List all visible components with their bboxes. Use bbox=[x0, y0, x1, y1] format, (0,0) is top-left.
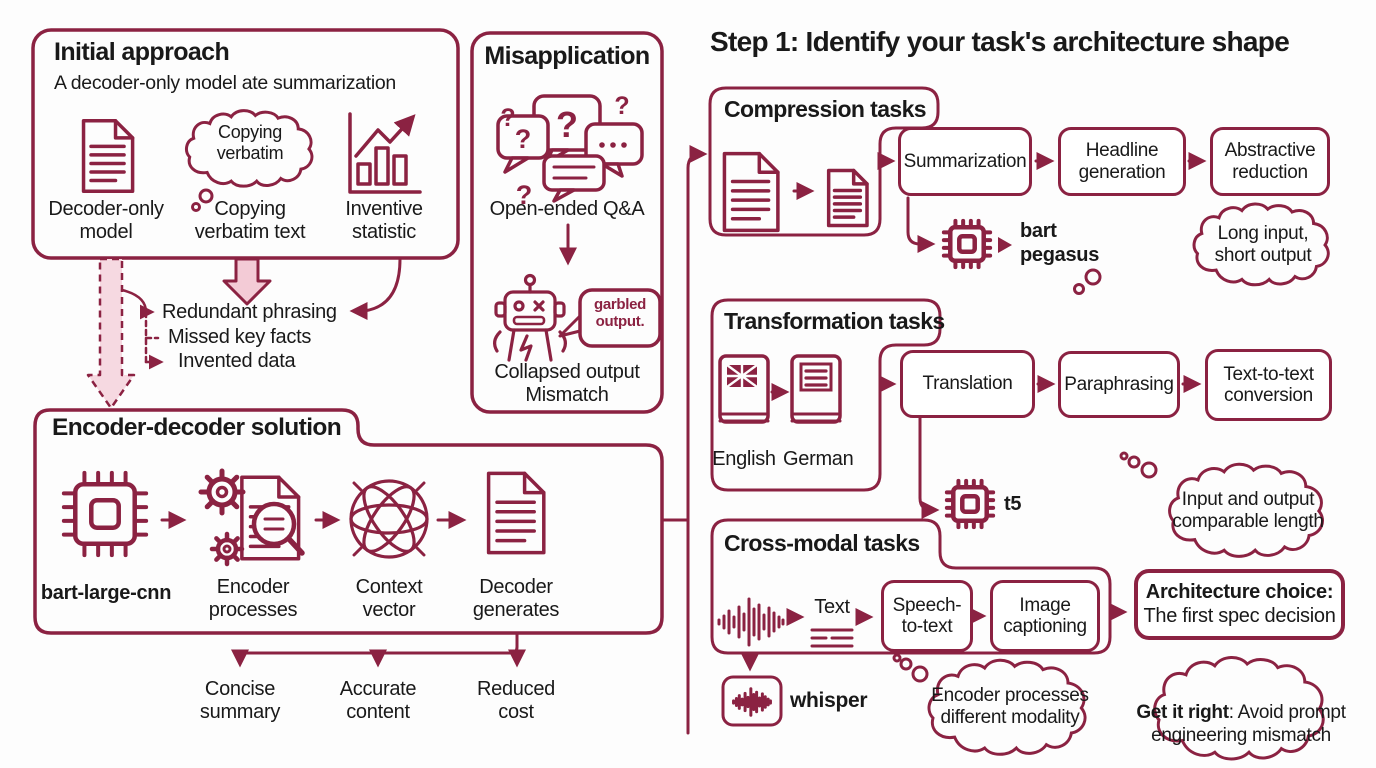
garbled-output-bubble bbox=[558, 288, 662, 348]
text-to-text-box: Text-to-text conversion bbox=[1205, 349, 1332, 421]
whisper-label: whisper bbox=[790, 689, 868, 712]
get-it-right-rest: : Avoid prompt engineering mismatch bbox=[1151, 702, 1346, 746]
failure-item: Invented data bbox=[178, 350, 296, 372]
english-label: English bbox=[712, 448, 776, 470]
encoder-processes-icon bbox=[198, 468, 305, 567]
context-vector-icon bbox=[349, 479, 429, 559]
architecture-choice-box: Architecture choice: The first spec deci… bbox=[1134, 569, 1345, 640]
english-book-icon bbox=[718, 354, 770, 424]
broken-robot-icon bbox=[493, 273, 567, 362]
failure-item: Redundant phrasing bbox=[162, 301, 337, 323]
question-mark-glyph: ? bbox=[614, 92, 629, 120]
chip-icon bbox=[64, 473, 146, 555]
compression-box bbox=[708, 86, 940, 237]
benefit-label: Concise summary bbox=[199, 678, 281, 724]
question-mark-glyph: ? bbox=[516, 180, 533, 210]
cloud-trail bbox=[1073, 268, 1102, 295]
modality-note: Encoder processes different modality bbox=[931, 684, 1089, 728]
initial-approach-subtitle: A decoder-only model ate summarization bbox=[54, 72, 396, 94]
context-vector-label: Context vector bbox=[355, 576, 423, 622]
failure-item: Missed key facts bbox=[168, 326, 312, 348]
decoder-generates-label: Decoder generates bbox=[472, 576, 560, 622]
german-label: German bbox=[783, 448, 854, 470]
benefit-label: Accurate content bbox=[339, 678, 417, 724]
misapplication-title: Misapplication bbox=[484, 42, 650, 70]
text-label: Text bbox=[814, 596, 850, 618]
solution-title: Encoder-decoder solution bbox=[52, 414, 342, 441]
misapplication-box bbox=[470, 31, 664, 414]
benefit-label: Reduced cost bbox=[477, 678, 555, 724]
garbled-output-text: garbled output. bbox=[593, 296, 647, 331]
document-icon bbox=[81, 118, 135, 194]
headline-generation-box: Headline generation bbox=[1058, 127, 1186, 196]
whisper-waveform-icon bbox=[732, 687, 772, 717]
question-mark-glyph: ? bbox=[556, 104, 578, 145]
summarization-to-chip-elbow bbox=[906, 196, 936, 253]
encoder-decoder-box bbox=[33, 408, 664, 635]
initial-approach-title: Initial approach bbox=[54, 38, 230, 66]
transformation-box bbox=[710, 298, 942, 492]
german-book-icon bbox=[790, 354, 842, 424]
transformation-title: Transformation tasks bbox=[724, 308, 945, 334]
collapsed-output-label: Collapsed output Mismatch bbox=[494, 361, 640, 407]
rising-chart-icon bbox=[348, 112, 422, 194]
architecture-choice-bold: Architecture choice: bbox=[1145, 580, 1334, 603]
get-it-right-note: Get it right: Avoid prompt engineering m… bbox=[1130, 672, 1352, 756]
inventive-statistic-label: Inventive statistic bbox=[345, 198, 423, 244]
image-captioning-box: Image captioning bbox=[990, 580, 1100, 652]
open-ended-qa-label: Open-ended Q&A bbox=[489, 198, 645, 220]
question-mark-glyph: ? bbox=[500, 104, 515, 132]
question-mark-glyph: ? bbox=[515, 124, 532, 154]
speech-to-text-box: Speech- to-text bbox=[881, 580, 973, 652]
whisper-chip-box bbox=[721, 675, 783, 727]
dashed-flow-arrow bbox=[86, 257, 136, 410]
connectors bbox=[231, 145, 1207, 735]
thought-bubble-trail bbox=[191, 188, 214, 212]
decoder-only-label: Decoder-only model bbox=[48, 198, 164, 244]
text-lines-icon bbox=[810, 628, 854, 655]
encoder-processes-label: Encoder processes bbox=[208, 576, 298, 622]
cross-modal-title: Cross-modal tasks bbox=[724, 530, 920, 556]
long-document-icon bbox=[724, 154, 777, 231]
cloud-trail bbox=[1119, 451, 1158, 479]
waveform-icon bbox=[717, 597, 785, 647]
failure-block-arrow bbox=[222, 257, 272, 306]
translation-box: Translation bbox=[900, 350, 1035, 418]
cross-modal-box bbox=[710, 518, 1112, 655]
long-input-note: Long input, short output bbox=[1214, 222, 1312, 266]
failure-bracket bbox=[120, 288, 164, 370]
statistic-to-failures-curve bbox=[349, 257, 402, 320]
translation-to-t5-elbow bbox=[918, 416, 940, 519]
copying-verbatim-label: Copying verbatim text bbox=[194, 198, 306, 244]
cloud-trail bbox=[892, 653, 929, 683]
page-title: Step 1: Identify your task's architectur… bbox=[710, 26, 1290, 57]
comparable-length-note: Input and output comparable length bbox=[1172, 488, 1324, 532]
compression-title: Compression tasks bbox=[724, 96, 927, 122]
paraphrasing-box: Paraphrasing bbox=[1058, 351, 1180, 418]
chip-pointer-triangle bbox=[998, 237, 1012, 253]
decoder-document-icon bbox=[489, 473, 544, 552]
compression-models-label: bart pegasus bbox=[1020, 220, 1100, 267]
t5-label: t5 bbox=[1004, 493, 1022, 515]
bart-large-cnn-label: bart-large-cnn bbox=[40, 582, 172, 604]
qa-bubbles-icon: ? ? ? ? ? bbox=[496, 92, 644, 210]
short-document-icon bbox=[827, 168, 869, 228]
architecture-choice-rest: The first spec decision bbox=[1143, 604, 1336, 627]
thought-bubble-text: Copying verbatim bbox=[216, 122, 284, 163]
trunk-line bbox=[686, 145, 708, 735]
abstractive-reduction-box: Abstractive reduction bbox=[1210, 127, 1330, 196]
model-chip-icon bbox=[945, 479, 995, 529]
get-it-right-bold: Get it right bbox=[1136, 702, 1229, 724]
model-chip-icon bbox=[942, 219, 992, 269]
summarization-box: Summarization bbox=[898, 127, 1032, 196]
